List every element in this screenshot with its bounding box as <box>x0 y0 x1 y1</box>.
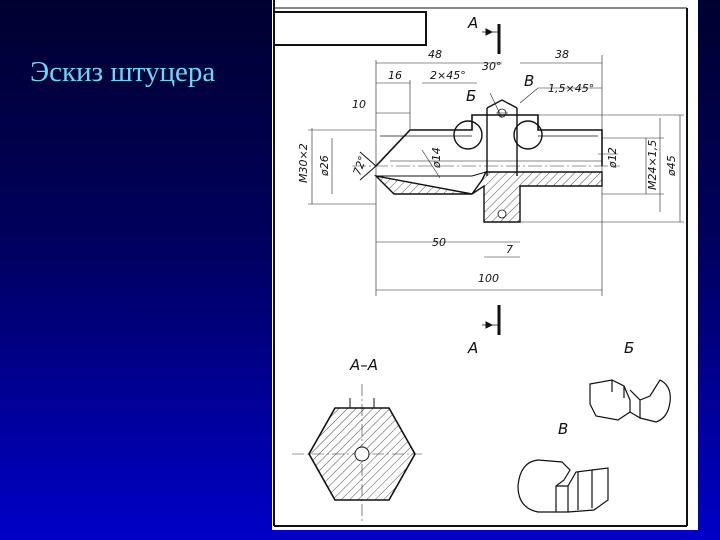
fitting-main-view <box>352 99 620 223</box>
dim-10: 10 <box>352 98 366 111</box>
label-view-v: В <box>524 72 534 90</box>
dim-7: 7 <box>506 243 513 256</box>
dim-chamfer-1-5x45: 1,5×45° <box>548 82 594 95</box>
label-section-a-bottom: А <box>467 339 478 357</box>
dim-50: 50 <box>432 236 446 249</box>
dim-dia-12: ø12 <box>606 147 619 169</box>
dimension-lines <box>308 55 684 296</box>
hex-section-a-a <box>292 384 422 524</box>
dim-angle-72: 72° <box>351 154 370 177</box>
label-view-b: Б <box>466 87 476 105</box>
label-detail-v: В <box>558 420 568 438</box>
dim-m24x1-5: M24×1,5 <box>646 140 659 190</box>
dim-angle-30: 30° <box>482 60 502 73</box>
dim-dia-45: ø45 <box>665 155 678 177</box>
detail-view-v <box>517 459 609 513</box>
detail-view-b <box>589 379 671 423</box>
dim-48: 48 <box>428 48 442 61</box>
label-detail-b: Б <box>624 339 634 357</box>
dimension-texts: 48 38 16 2×45° 30° 1,5×45° 10 50 7 100 M… <box>297 48 678 285</box>
dim-16: 16 <box>388 69 402 82</box>
dim-38: 38 <box>555 48 569 61</box>
dim-dia-26: ø26 <box>318 155 331 177</box>
drawing-sheet: 48 38 16 2×45° 30° 1,5×45° 10 50 7 100 M… <box>272 0 698 530</box>
dim-chamfer-2x45: 2×45° <box>430 69 466 82</box>
label-section-a-top: А <box>467 14 478 32</box>
label-section-aa: А–А <box>349 356 378 374</box>
dim-m30x2: M30×2 <box>297 143 310 183</box>
dim-dia-14: ø14 <box>430 147 443 169</box>
dim-100: 100 <box>478 272 499 285</box>
section-cut-markers <box>482 24 501 335</box>
drawing-frame <box>273 0 688 527</box>
slide-title: Эскиз штуцера <box>30 56 216 88</box>
